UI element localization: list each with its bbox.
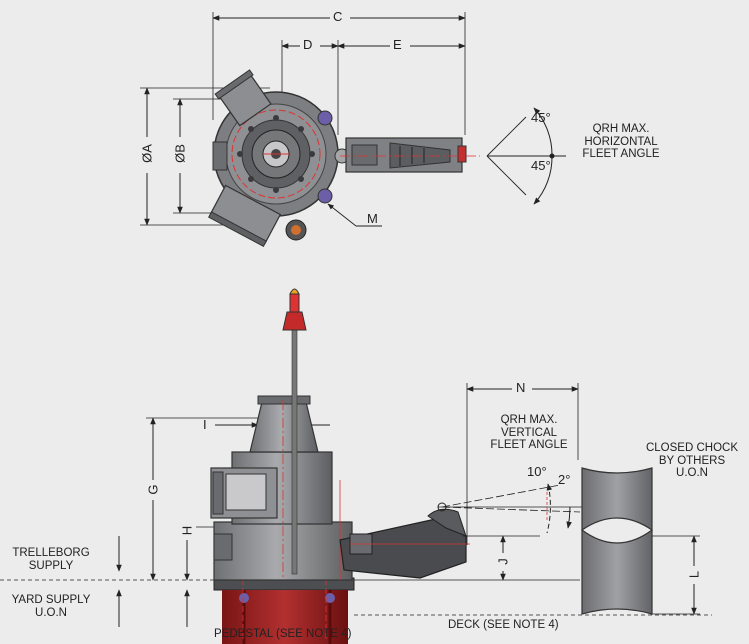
yard-supply-note: YARD SUPPLY U.O.N [2, 594, 100, 619]
dimension-i-label: I [203, 417, 207, 432]
vertical-fleet-note: QRH MAX. VERTICAL FLEET ANGLE [474, 414, 584, 452]
closed-chock-line-1: CLOSED CHOCK [645, 442, 739, 454]
vertical-fleet-line-1: QRH MAX. [500, 414, 558, 426]
dimension-d-label: D [303, 37, 313, 52]
dimension-e-label: E [393, 37, 402, 52]
vertical-angle-down-label: 2° [558, 472, 571, 487]
top-view [138, 9, 566, 248]
horizontal-angle-down-label: 45° [531, 158, 551, 173]
trelleborg-supply-line-2: SUPPLY [28, 559, 74, 572]
pedestal-note: PEDESTAL (SEE NOTE 4) [214, 628, 352, 640]
side-view [0, 288, 712, 644]
yard-supply-line-1: YARD SUPPLY [11, 594, 91, 606]
closed-chock-line-2: BY OTHERS [658, 454, 726, 467]
horizontal-fleet-line-2: HORIZONTAL [584, 135, 658, 148]
dimension-l-label: L [686, 570, 702, 579]
horizontal-fleet-note: QRH MAX. HORIZONTAL FLEET ANGLE [566, 123, 676, 161]
horizontal-fleet-line-3: FLEET ANGLE [582, 148, 660, 160]
vertical-fleet-line-3: FLEET ANGLE [490, 439, 568, 451]
closed-chock-line-3: U.O.N [676, 467, 708, 479]
horizontal-angle-up-label: 45° [531, 110, 551, 125]
yard-supply-line-2: U.O.N [35, 606, 67, 619]
dimension-dia-a-label: ØA [139, 144, 155, 163]
dimension-n-label: N [516, 380, 526, 395]
horizontal-fleet-line-1: QRH MAX. [592, 123, 650, 135]
dimension-m-label: M [367, 211, 378, 226]
dimension-dia-b-label: ØB [172, 144, 188, 163]
dimension-c-label: C [333, 9, 343, 24]
dimension-j-label: J [495, 558, 511, 565]
closed-chock-note: CLOSED CHOCK BY OTHERS U.O.N [640, 442, 744, 480]
vertical-fleet-line-2: VERTICAL [500, 426, 558, 439]
dimension-h-label: H [179, 525, 195, 536]
trelleborg-supply-note: TRELLEBORG SUPPLY [2, 547, 100, 572]
dimension-g-label: G [145, 484, 161, 495]
vertical-angle-up-label: 10° [527, 464, 547, 479]
trelleborg-supply-line-1: TRELLEBORG [12, 547, 90, 559]
deck-note: DECK (SEE NOTE 4) [448, 619, 559, 631]
